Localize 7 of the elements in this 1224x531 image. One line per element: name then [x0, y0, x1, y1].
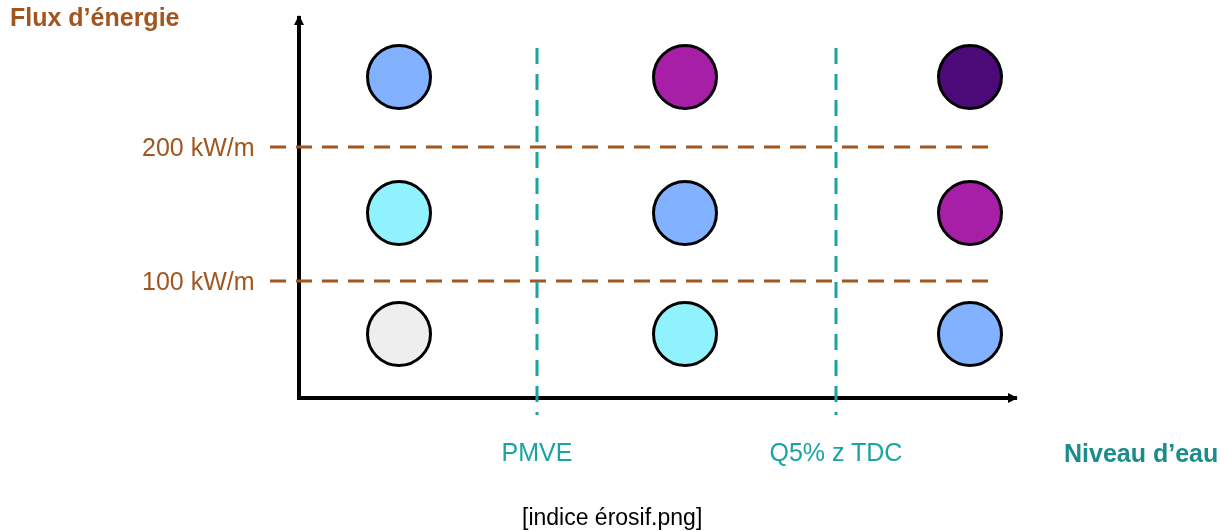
tick-label: 100 kW/m [142, 266, 255, 296]
axis-title: Flux d’énergie [10, 2, 180, 32]
tick-label: 200 kW/m [142, 132, 255, 162]
tick-label: Q5% z TDC [769, 437, 903, 467]
caption: [indice érosif.png] [522, 503, 703, 531]
axis-title: Niveau d’eau [1064, 438, 1219, 468]
tick-label: PMVE [501, 437, 573, 467]
